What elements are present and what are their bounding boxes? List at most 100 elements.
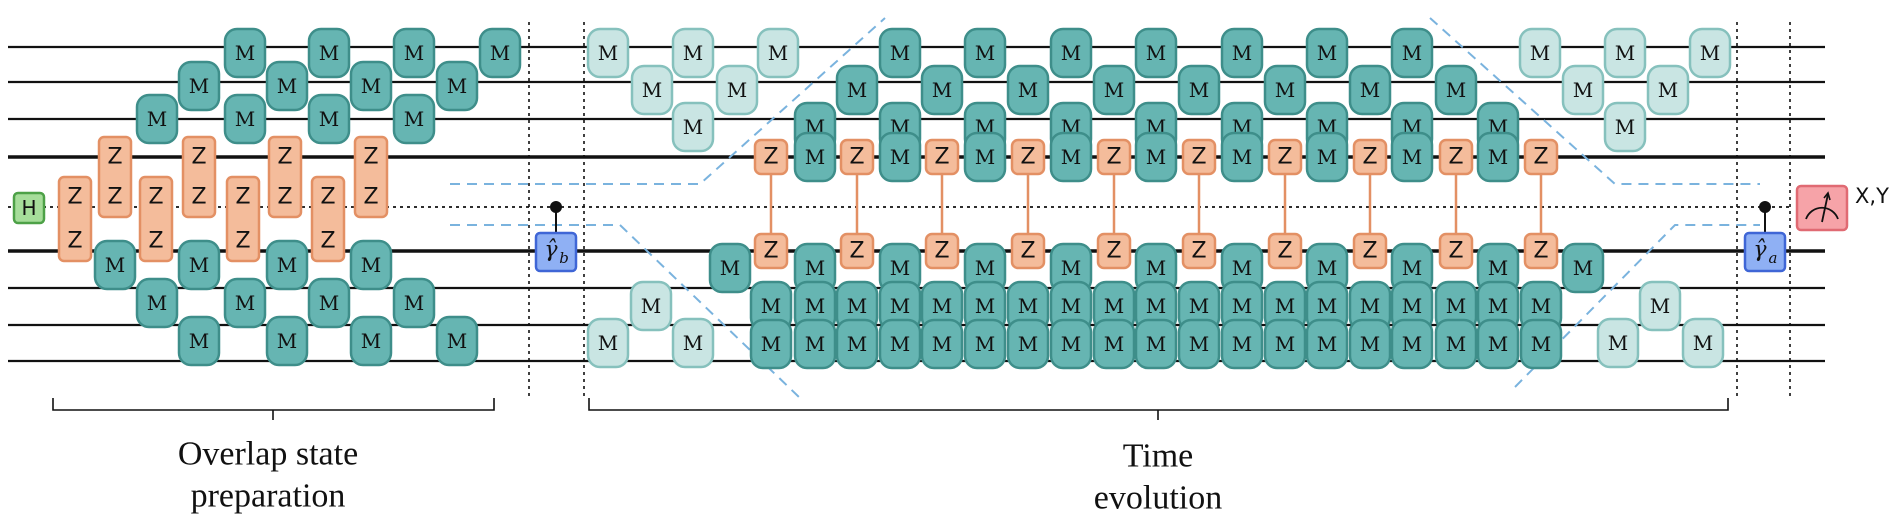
m-gate-label: M: [1018, 294, 1038, 318]
m-gate-body: [1220, 131, 1264, 183]
m-gate-faded: M: [1688, 27, 1732, 79]
caption-overlap-line2: preparation: [191, 478, 346, 515]
m-gate-faded: M: [630, 64, 674, 116]
m-gate-label: M: [1446, 332, 1466, 356]
m-gate-body: [1220, 318, 1264, 370]
m-gate-body: [749, 318, 793, 370]
m-gate-body: [1092, 64, 1136, 116]
m-gate: M: [478, 27, 522, 79]
m-gate-body: [835, 64, 879, 116]
gamma-symbol: γ̂: [544, 238, 558, 263]
m-gate-body: [349, 60, 393, 112]
zz-gate-body: [181, 135, 217, 219]
z-gate-body: [1010, 138, 1046, 176]
m-gate-body: [93, 239, 137, 291]
zz-gate-body: [57, 175, 93, 263]
m-gate-label: M: [1488, 294, 1508, 318]
m-gate-label: M: [1061, 256, 1081, 280]
m-gate-body: [265, 315, 309, 367]
m-gate-label: M: [490, 41, 510, 65]
m-gate-label: M: [1146, 332, 1166, 356]
zz-gate: ZZ: [310, 175, 346, 263]
m-gate: M: [223, 27, 267, 79]
m-gate-body: [1092, 318, 1136, 370]
m-gate: M: [135, 277, 179, 329]
caption-overlap-line1: Overlap state: [178, 436, 358, 473]
measure-arrowhead: [1823, 191, 1831, 201]
m-gate: M: [749, 318, 793, 370]
section-brackets: [52, 398, 1729, 420]
m-gate-body: [878, 131, 922, 183]
m-gate-body: [177, 239, 221, 291]
m-gate-label: M: [404, 107, 424, 131]
m-gate-label: M: [805, 332, 825, 356]
m-gate-label: M: [235, 41, 255, 65]
m-gate: M: [1177, 318, 1221, 370]
m-gate-body: [1638, 280, 1682, 332]
m-gate: M: [963, 280, 1007, 332]
m-gate-body: [349, 239, 393, 291]
m-gate-label: M: [189, 74, 209, 98]
m-gate-body: [920, 318, 964, 370]
m-gate-label: M: [683, 331, 703, 355]
m-gate-body: [920, 64, 964, 116]
m-gate-label: M: [1573, 78, 1593, 102]
m-gate: M: [177, 60, 221, 112]
m-gate-label: M: [761, 332, 781, 356]
gamma-subscript: a: [1769, 249, 1778, 267]
m-gate: M: [392, 93, 436, 145]
m-gate: M: [793, 318, 837, 370]
m-gate-body: [671, 27, 715, 79]
m-gate: M: [1049, 27, 1093, 79]
m-gate-body: [307, 93, 351, 145]
m-gate-label: M: [235, 107, 255, 131]
zz-coupling-gate: ZZ: [753, 138, 789, 270]
m-gate: M: [920, 64, 964, 116]
m-gate: M: [1476, 131, 1520, 183]
m-gate-label: M: [683, 41, 703, 65]
m-gate-body: [1390, 27, 1434, 79]
m-gate: M: [920, 318, 964, 370]
m-gate-faded: M: [671, 317, 715, 369]
bracket-right: [588, 398, 1729, 411]
m-gate-body: [435, 60, 479, 112]
m-gate-label: M: [890, 256, 910, 280]
m-gate-label: M: [447, 74, 467, 98]
m-gate-label: M: [1146, 145, 1166, 169]
z-gate-body: [924, 138, 960, 176]
m-gate: M: [878, 280, 922, 332]
m-gate-label: M: [683, 115, 703, 139]
m-gate-label: M: [975, 256, 995, 280]
m-gate-label: M: [1146, 294, 1166, 318]
caption-time-line1: Time: [1123, 438, 1194, 475]
m-gate-body: [1681, 317, 1725, 369]
m-gate: M: [963, 27, 1007, 79]
m-gate-body: [307, 277, 351, 329]
m-gate-label: M: [890, 145, 910, 169]
zz-coupling-gate: ZZ: [1096, 138, 1132, 270]
m-gate-label: M: [189, 253, 209, 277]
m-gate-label: M: [319, 41, 339, 65]
measurement-gate: [1795, 184, 1849, 232]
z-label: Z: [934, 239, 949, 264]
z-gate-body: [924, 232, 960, 270]
m-gate-label: M: [105, 253, 125, 277]
z-label: Z: [1191, 239, 1206, 264]
m-gate-label: M: [1446, 78, 1466, 102]
gamma-b-gate: γ̂b: [534, 201, 578, 273]
zz-gate-body: [138, 175, 174, 263]
measurement-basis-label: X,Y: [1855, 184, 1889, 208]
zz-coupling-gate: ZZ: [1352, 138, 1388, 270]
m-gate-label: M: [147, 291, 167, 315]
m-gate-label: M: [1061, 332, 1081, 356]
m-gate: M: [1092, 280, 1136, 332]
m-gate: M: [1092, 318, 1136, 370]
h-gate-label: H: [21, 196, 36, 220]
m-gate-label: M: [932, 332, 952, 356]
m-gate-body: [1049, 131, 1093, 183]
m-gate: M: [1476, 280, 1520, 332]
gamma-symbol: γ̂: [1753, 238, 1767, 263]
z-gate-body: [1010, 232, 1046, 270]
m-gate-label: M: [890, 41, 910, 65]
m-gate-label: M: [1232, 256, 1252, 280]
